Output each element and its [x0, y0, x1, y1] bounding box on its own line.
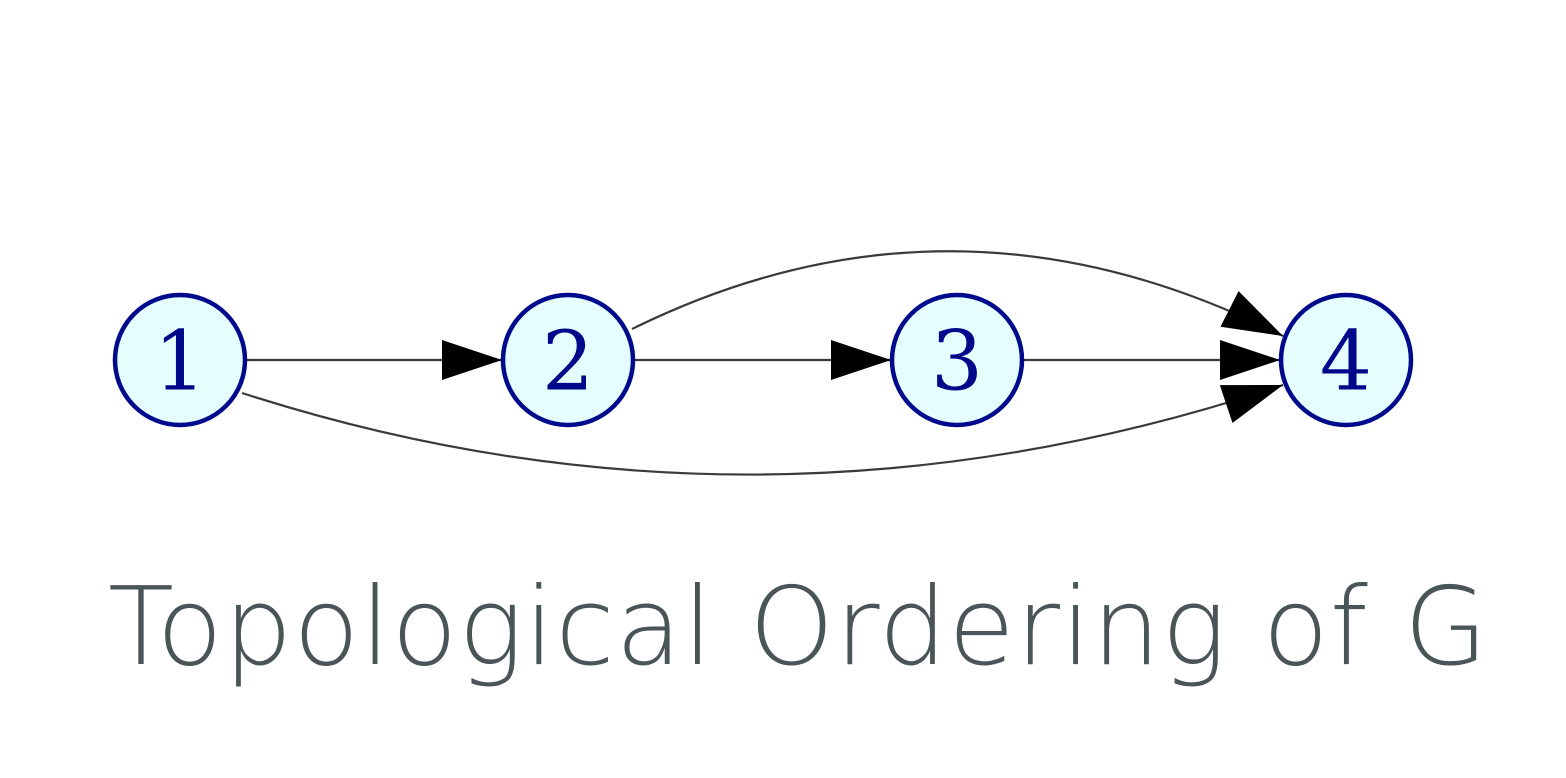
node-2: 2	[500, 292, 636, 428]
node-4-circle	[1278, 292, 1414, 428]
node-2-label: 2	[542, 315, 594, 410]
node-1: 1	[112, 292, 248, 428]
edge-2-4	[631, 250, 1284, 337]
diagram-caption: Topological Ordering of G	[108, 565, 1489, 690]
node-3-circle	[889, 292, 1025, 428]
node-4-label: 4	[1320, 315, 1372, 410]
node-3: 3	[889, 292, 1025, 428]
node-2-circle	[500, 292, 636, 428]
node-3-label: 3	[931, 315, 983, 410]
node-1-label: 1	[154, 315, 206, 410]
edge-1-4	[241, 383, 1284, 476]
node-1-circle	[112, 292, 248, 428]
node-4: 4	[1278, 292, 1414, 428]
